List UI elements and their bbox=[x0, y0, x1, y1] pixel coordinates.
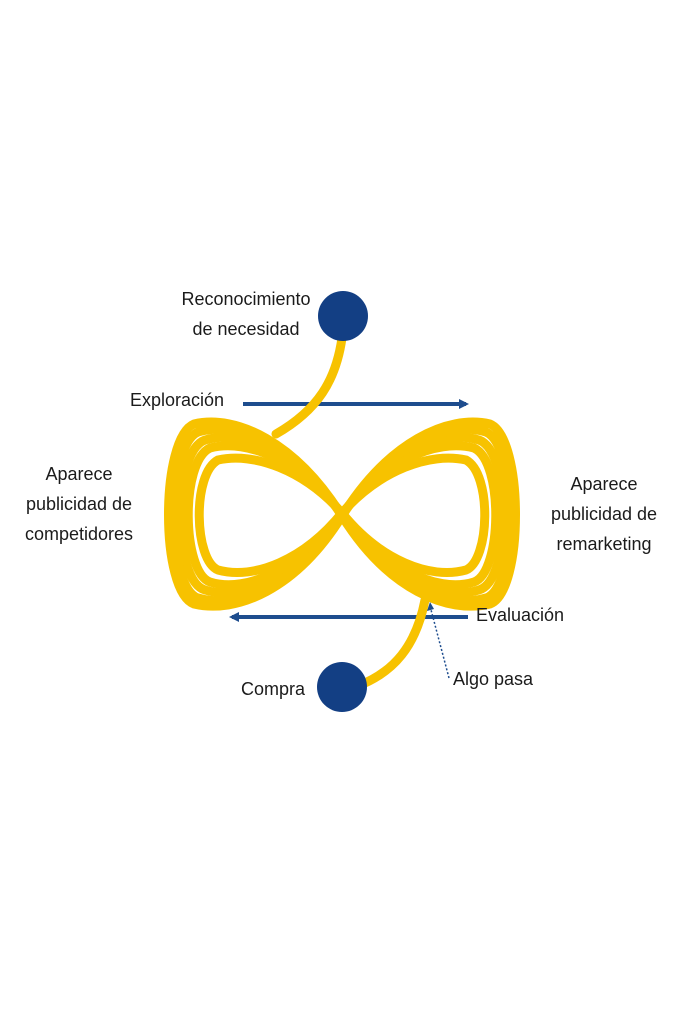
need-recognition-line-1: Reconocimiento bbox=[181, 289, 311, 309]
remarketing-ads-line-1: Aparece bbox=[570, 474, 638, 494]
exploration-label: Exploración bbox=[130, 390, 225, 410]
purchase-label: Compra bbox=[241, 679, 306, 699]
remarketing-ads-label: Aparece publicidad de remarketing bbox=[536, 469, 672, 559]
need-recognition-node bbox=[318, 291, 368, 341]
need-recognition-line-2: de necesidad bbox=[192, 319, 300, 339]
remarketing-ads-line-2: publicidad de bbox=[550, 504, 658, 524]
competitor-ads-line-3: competidores bbox=[24, 524, 134, 544]
need-recognition-label: Reconocimiento de necesidad bbox=[156, 284, 336, 344]
loop-strand bbox=[164, 417, 520, 611]
remarketing-ads-line-3: remarketing bbox=[556, 534, 652, 554]
start-connector bbox=[271, 333, 347, 439]
competitor-ads-label: Aparece publicidad de competidores bbox=[8, 459, 150, 549]
competitor-ads-line-2: publicidad de bbox=[25, 494, 133, 514]
pointer-tip bbox=[427, 602, 434, 611]
competitor-ads-line-1: Aparece bbox=[45, 464, 113, 484]
end-connector bbox=[353, 595, 430, 691]
something-happens-pointer bbox=[429, 605, 450, 679]
infinity-loop bbox=[164, 417, 520, 611]
evaluation-label: Evaluación bbox=[476, 605, 565, 625]
something-happens-label: Algo pasa bbox=[453, 669, 534, 689]
purchase-node bbox=[317, 662, 367, 712]
